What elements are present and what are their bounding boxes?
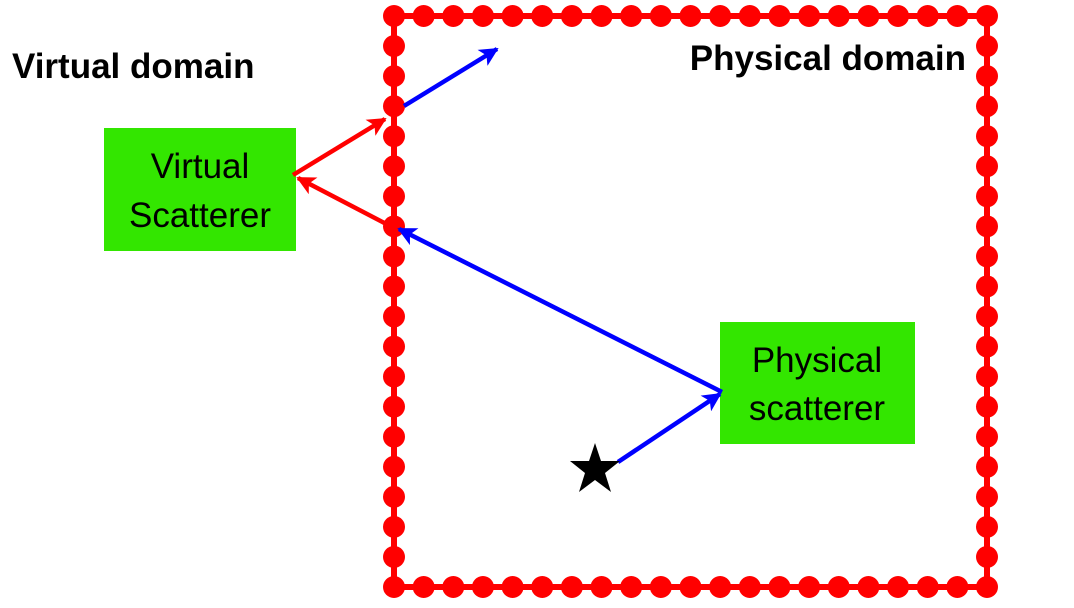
boundary-dot	[916, 576, 939, 598]
domain-boundary	[383, 5, 998, 598]
boundary-dot	[383, 365, 405, 388]
boundary-dot	[976, 395, 998, 418]
boundary-dot	[916, 5, 939, 27]
boundary-dot	[383, 515, 405, 538]
boundary-dot	[383, 5, 405, 27]
boundary-dot	[383, 305, 405, 328]
boundary-dot	[976, 35, 998, 58]
boundary-dot	[946, 5, 969, 27]
boundary-dot	[827, 5, 850, 27]
boundary-dot	[383, 576, 405, 598]
boundary-dot	[976, 95, 998, 118]
physical-domain-label: Physical domain	[690, 39, 966, 78]
boundary-dot	[768, 5, 791, 27]
boundary-dot	[946, 576, 969, 598]
boundary-dot	[768, 576, 791, 598]
boundary-dot	[976, 155, 998, 178]
boundary-dot	[709, 576, 732, 598]
boundary-dot	[976, 485, 998, 508]
boundary-dot	[976, 185, 998, 208]
boundary-dot	[679, 576, 702, 598]
boundary-dot	[471, 576, 494, 598]
boundary-dot	[976, 275, 998, 298]
boundary-dot	[442, 576, 465, 598]
boundary-dot	[976, 545, 998, 568]
boundary-dot	[976, 455, 998, 478]
boundary-dot	[531, 5, 554, 27]
physical-scatterer: Physical scatterer	[720, 322, 915, 444]
boundary-dots	[383, 5, 998, 598]
virtual-scatterer-label-line2: Scatterer	[129, 196, 271, 235]
boundary-dot	[738, 576, 761, 598]
boundary-dot	[976, 65, 998, 88]
boundary-dot	[590, 576, 613, 598]
boundary-dot	[887, 576, 910, 598]
boundary-dot	[976, 335, 998, 358]
boundary-dot	[887, 5, 910, 27]
boundary-dot	[383, 245, 405, 268]
boundary-dot	[857, 576, 880, 598]
boundary-dot	[827, 576, 850, 598]
boundary-dot	[560, 576, 583, 598]
boundary-dot	[709, 5, 732, 27]
boundary-dot	[531, 576, 554, 598]
boundary-dot	[649, 5, 672, 27]
boundary-dot	[857, 5, 880, 27]
boundary-dot	[976, 365, 998, 388]
virtual-scatterer: Virtual Scatterer	[104, 128, 296, 251]
boundary-dot	[976, 425, 998, 448]
virtual-scattered-ray	[291, 117, 387, 177]
boundary-dot	[798, 5, 821, 27]
boundary-dot	[798, 576, 821, 598]
boundary-dot	[501, 5, 524, 27]
star-icon	[570, 443, 620, 492]
boundary-dot	[383, 275, 405, 298]
physical-scatterer-label-line1: Physical	[752, 341, 882, 380]
boundary-dot	[383, 455, 405, 478]
boundary-dot	[976, 125, 998, 148]
boundary-dot	[976, 5, 998, 27]
boundary-dot	[442, 5, 465, 27]
boundary-dot	[560, 5, 583, 27]
physical-scatterer-box	[720, 322, 915, 444]
boundary-dot	[383, 335, 405, 358]
boundary-dot	[620, 576, 643, 598]
boundary-dot	[412, 5, 435, 27]
boundary-dot	[412, 576, 435, 598]
emitted-ray	[402, 47, 499, 108]
virtual-incident-ray	[296, 176, 396, 230]
physical-scatterer-label-line2: scatterer	[749, 389, 885, 428]
boundary-dot	[383, 425, 405, 448]
boundary-dot	[383, 395, 405, 418]
boundary-dot	[501, 576, 524, 598]
boundary-dot	[976, 515, 998, 538]
boundary-dot	[976, 245, 998, 268]
boundary-dot	[738, 5, 761, 27]
scattered-ray-to-boundary	[397, 226, 724, 395]
boundary-dot	[383, 35, 405, 58]
boundary-dot	[383, 155, 405, 178]
virtual-domain-label: Virtual domain	[12, 47, 254, 86]
boundary-dot	[679, 5, 702, 27]
boundary-dot	[383, 125, 405, 148]
boundary-dot	[471, 5, 494, 27]
boundary-dot	[590, 5, 613, 27]
boundary-dot	[976, 576, 998, 598]
boundary-dot	[383, 95, 405, 118]
boundary-dot	[383, 485, 405, 508]
boundary-line	[391, 13, 990, 590]
boundary-dot	[620, 5, 643, 27]
boundary-dot	[976, 215, 998, 238]
source-to-scatterer-ray	[616, 392, 722, 464]
boundary-dot	[383, 545, 405, 568]
boundary-dot	[649, 576, 672, 598]
boundary-dot	[976, 305, 998, 328]
boundary-dot	[383, 185, 405, 208]
virtual-scatterer-box	[104, 128, 296, 251]
boundary-dot	[383, 65, 405, 88]
virtual-scatterer-label-line1: Virtual	[151, 147, 250, 186]
